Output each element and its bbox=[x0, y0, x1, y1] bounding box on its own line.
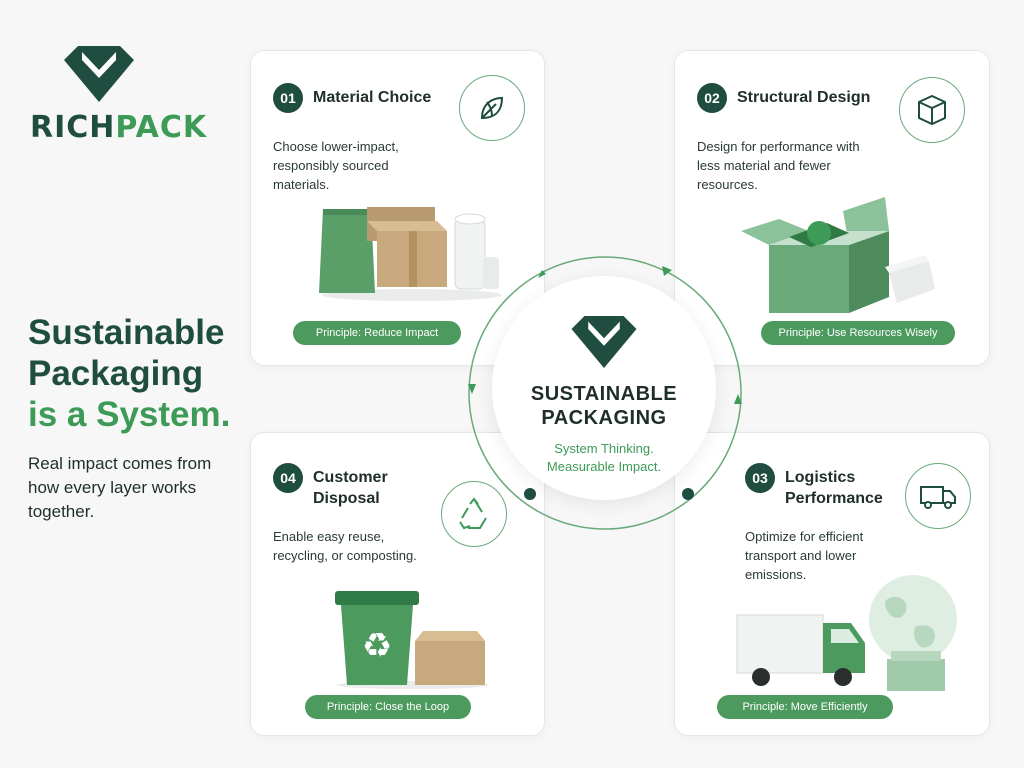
principle-badge: Principle: Close the Loop bbox=[305, 695, 471, 719]
card-customer-disposal: 04 Customer Disposal Enable easy reuse, … bbox=[250, 432, 545, 736]
truck-globe-illustration bbox=[735, 571, 965, 700]
cycle-arrow bbox=[734, 394, 742, 404]
card-title: Logistics Performance bbox=[785, 469, 883, 507]
card-title: Material Choice bbox=[313, 89, 432, 106]
step-number: 02 bbox=[697, 83, 727, 113]
headline-line-1: Sustainable bbox=[28, 313, 225, 352]
center-subtitle: System Thinking. Measurable Impact. bbox=[546, 441, 662, 474]
box-icon bbox=[899, 77, 965, 143]
card-description: Design for performance with less materia… bbox=[697, 139, 860, 192]
open-box-illustration bbox=[739, 185, 939, 320]
leaf-icon bbox=[459, 75, 525, 141]
principle-badge: Principle: Move Efficiently bbox=[717, 695, 893, 719]
packaging-materials-illustration bbox=[317, 201, 507, 306]
principle-badge: Principle: Reduce Impact bbox=[293, 321, 461, 345]
step-number: 04 bbox=[273, 463, 303, 493]
headline-line-2: Packaging bbox=[28, 354, 204, 393]
cycle-node bbox=[524, 488, 536, 500]
card-title: Customer Disposal bbox=[313, 469, 388, 507]
brand-logo: RICHPACK bbox=[30, 46, 208, 145]
card-structural-design: 02 Structural Design Design for performa… bbox=[674, 50, 990, 366]
cycle-arrow bbox=[468, 384, 476, 394]
center-title: SUSTAINABLE PACKAGING bbox=[530, 383, 678, 429]
diamond-logo-icon bbox=[64, 46, 134, 102]
center-hub: SUSTAINABLE PACKAGING System Thinking. M… bbox=[492, 276, 716, 500]
subtext: Real impact comes from how every layer w… bbox=[28, 454, 212, 521]
step-number: 03 bbox=[745, 463, 775, 493]
svg-text:♻: ♻ bbox=[362, 626, 392, 666]
brand-name: RICHPACK bbox=[30, 110, 208, 145]
truck-icon bbox=[905, 463, 971, 529]
card-description: Choose lower-impact, responsibly sourced… bbox=[273, 139, 399, 192]
diamond-logo-icon bbox=[571, 316, 637, 368]
card-description: Optimize for efficient transport and low… bbox=[745, 529, 864, 582]
card-title: Structural Design bbox=[737, 89, 871, 106]
recycle-icon bbox=[441, 481, 507, 547]
card-description: Enable easy reuse, recycling, or compost… bbox=[273, 529, 417, 563]
recycling-bin-illustration: ♻ bbox=[333, 589, 493, 694]
cycle-ring bbox=[468, 256, 742, 530]
cycle-arrow bbox=[662, 266, 672, 276]
cycle-arrow bbox=[538, 270, 546, 278]
step-number: 01 bbox=[273, 83, 303, 113]
card-material-choice: 01 Material Choice Choose lower-impact, … bbox=[250, 50, 545, 366]
principle-badge: Principle: Use Resources Wisely bbox=[761, 321, 955, 345]
card-logistics-performance: 03 Logistics Performance Optimize for ef… bbox=[674, 432, 990, 736]
headline: Sustainable Packaging is a System. bbox=[28, 312, 248, 435]
headline-line-3: is a System. bbox=[28, 395, 231, 434]
cycle-node bbox=[682, 488, 694, 500]
